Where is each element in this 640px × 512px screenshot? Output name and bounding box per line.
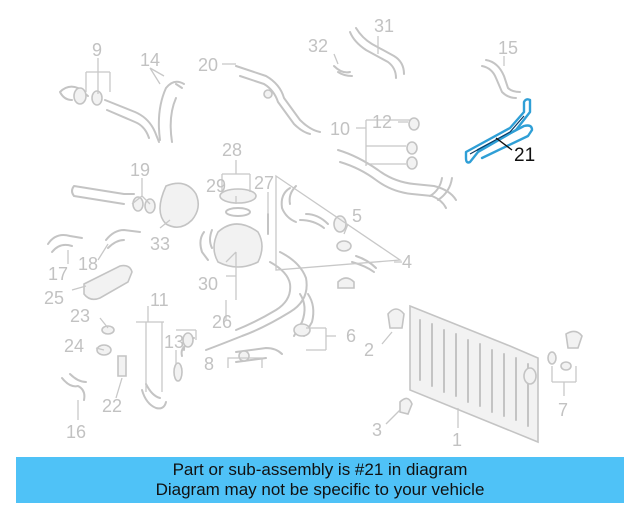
part-11-13-drawing: [141, 332, 194, 410]
part-4-5-drawing: [299, 213, 377, 289]
banner-line-part-number: Part or sub-assembly is #21 in diagram: [172, 460, 468, 479]
callout-23: 23: [70, 306, 90, 326]
callout-13: 13: [164, 332, 184, 352]
part-21-leader-line: [495, 137, 513, 151]
callout-33: 33: [150, 234, 170, 254]
callout-2: 2: [364, 340, 374, 360]
callout-20: 20: [198, 55, 218, 75]
callout-31: 31: [374, 16, 394, 36]
part-9-drawing: [59, 85, 160, 143]
callout-14: 14: [140, 50, 160, 70]
part-15-drawing: [481, 59, 521, 99]
callout-4: 4: [402, 252, 412, 272]
parts-diagram: 9 14 20 31 32 15 10 12 19 28 29 27 33 5 …: [44, 16, 583, 450]
callout-22: 22: [102, 396, 122, 416]
callout-26: 26: [212, 312, 232, 332]
callout-25: 25: [44, 288, 64, 308]
callout-15: 15: [498, 38, 518, 58]
part-31-32-drawing: [333, 27, 405, 79]
part-28-29-drawing: [219, 188, 257, 217]
callout-17: 17: [48, 264, 68, 284]
part-drawings: [47, 27, 583, 444]
part-19-33-drawing: [71, 182, 200, 228]
leader-lines: [67, 36, 577, 428]
callout-24: 24: [64, 336, 84, 356]
callout-30: 30: [198, 274, 218, 294]
callout-32: 32: [308, 36, 328, 56]
callout-5: 5: [352, 206, 362, 226]
banner-line-disclaimer: Diagram may not be specific to your vehi…: [155, 480, 485, 499]
callout-28: 28: [222, 140, 242, 160]
callout-numbers: 9 14 20 31 32 15 10 12 19 28 29 27 33 5 …: [44, 16, 568, 450]
callout-7: 7: [558, 400, 568, 420]
callout-27: 27: [254, 173, 274, 193]
callout-29: 29: [206, 176, 226, 196]
part-26-30-drawing: [180, 223, 308, 357]
part-14-drawing: [157, 80, 185, 143]
part-16-22-23-24-drawing: [61, 325, 127, 401]
part-1-drawing: [409, 304, 539, 444]
callout-21: 21: [514, 145, 535, 166]
part-25-drawing: [83, 264, 133, 301]
callout-19: 19: [130, 160, 150, 180]
callout-3: 3: [372, 420, 382, 440]
callout-11: 11: [150, 290, 169, 310]
callout-16: 16: [66, 422, 86, 442]
callout-18: 18: [78, 254, 98, 274]
part-21-highlighted[interactable]: [464, 98, 534, 164]
callout-6: 6: [346, 326, 356, 346]
callout-8: 8: [204, 354, 214, 374]
part-2-3-7-drawing: [387, 308, 583, 415]
callout-9: 9: [92, 40, 102, 60]
part-20-drawing: [235, 65, 321, 135]
callout-1: 1: [452, 430, 462, 450]
callout-12: 12: [372, 112, 392, 132]
part-6-8-drawing: [235, 293, 315, 363]
part-27-drawing: [267, 185, 297, 235]
info-banner: Part or sub-assembly is #21 in diagram D…: [16, 457, 624, 503]
part-10-12-drawing: [337, 117, 457, 209]
callout-10: 10: [330, 119, 350, 139]
part-17-18-drawing: [47, 229, 141, 253]
